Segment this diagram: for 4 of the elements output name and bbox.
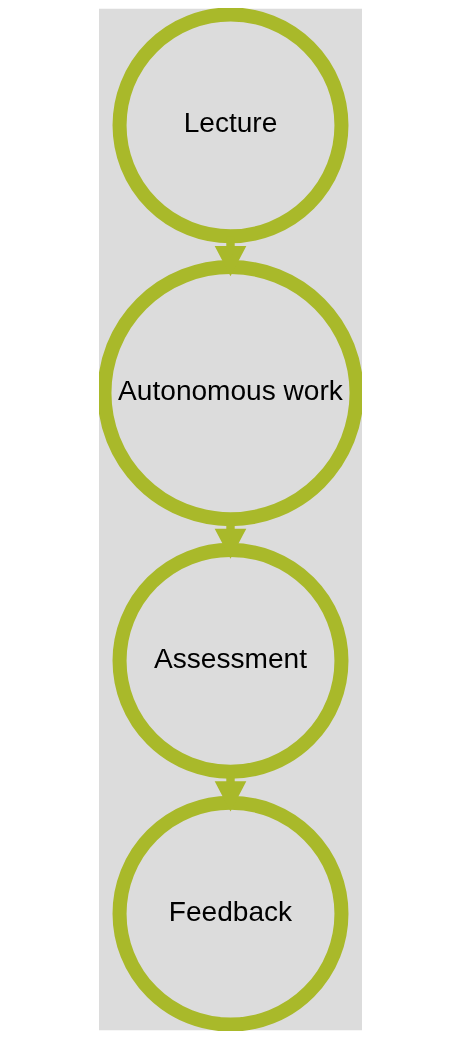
node-circle: Lecture: [112, 8, 349, 244]
node-circle: Autonomous work: [99, 260, 362, 527]
node-circle: Feedback: [112, 795, 349, 1031]
node-circle: Assessment: [112, 542, 349, 779]
